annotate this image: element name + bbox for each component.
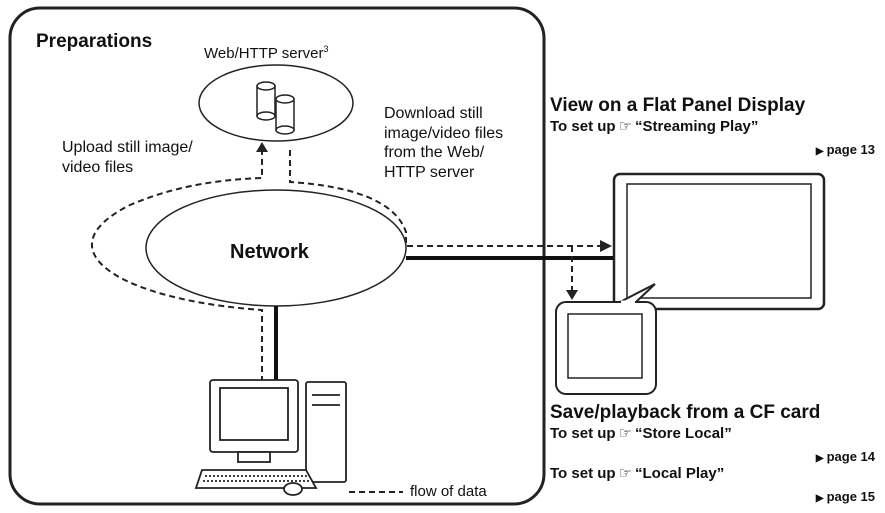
upload-flow-path: [91, 152, 263, 392]
upload-text: Upload still image/ video files: [62, 139, 193, 176]
pointing-hand-icon: ☞: [618, 465, 633, 482]
footnote-marker: 3: [323, 44, 329, 54]
web-server-label: Web/HTTP server3: [204, 44, 329, 62]
legend-text: flow of data: [410, 483, 487, 500]
page-ref-13[interactable]: ▶page 13: [815, 142, 875, 157]
display-arrowhead: [600, 240, 612, 252]
store-local-setup: To set up☞“Store Local”: [550, 425, 732, 442]
flat-panel-heading: View on a Flat Panel Display: [550, 95, 806, 116]
desktop-pc-icon: [194, 379, 347, 496]
data-flow-paths: [91, 150, 600, 392]
server-cylinders-icon: [256, 81, 295, 135]
download-flow-path: [289, 150, 600, 247]
page-ref-15[interactable]: ▶page 15: [815, 489, 875, 504]
cf-card-viewer-icon: [555, 283, 657, 395]
cf-arrowhead: [566, 290, 578, 300]
pointing-hand-icon: ☞: [618, 118, 633, 135]
preparations-title: Preparations: [36, 31, 153, 52]
local-play-setup: To set up☞“Local Play”: [550, 465, 725, 482]
network-label: Network: [230, 241, 309, 263]
triangle-right-icon: ▶: [815, 146, 824, 157]
upload-arrowhead: [256, 142, 268, 152]
streaming-play-setup: To set up☞“Streaming Play”: [550, 118, 759, 135]
pointing-hand-icon: ☞: [618, 425, 633, 442]
download-text: Download still image/video files from th…: [384, 105, 504, 181]
triangle-right-icon: ▶: [815, 453, 824, 464]
triangle-right-icon: ▶: [815, 493, 824, 504]
cf-card-heading: Save/playback from a CF card: [550, 402, 821, 423]
page-ref-14[interactable]: ▶page 14: [815, 449, 875, 464]
flat-panel-display-icon: [612, 172, 826, 311]
